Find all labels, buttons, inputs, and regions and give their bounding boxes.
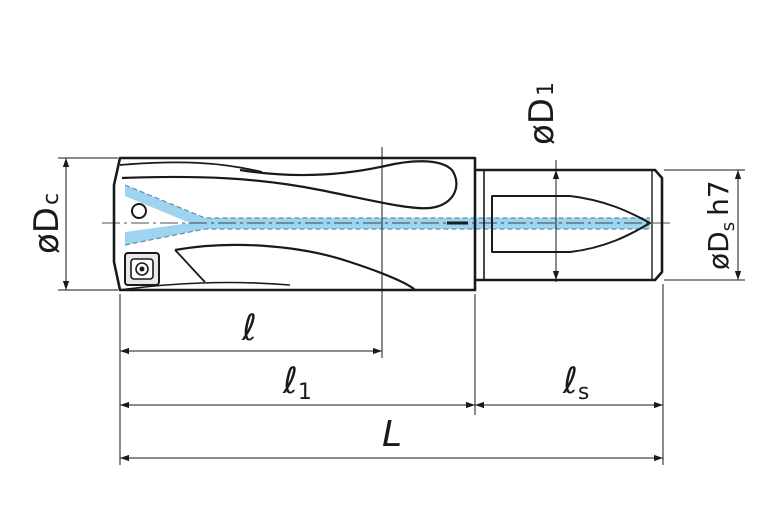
coolant-hole xyxy=(131,203,147,219)
label-dia-ds: øDsh7 xyxy=(702,180,739,270)
label-ls: ℓs xyxy=(562,361,589,405)
drill-shank xyxy=(475,168,664,282)
label-dia-d1: øD1 xyxy=(522,82,562,145)
dimensions xyxy=(58,147,745,465)
shank-outline xyxy=(475,168,664,282)
label-l: ℓ xyxy=(241,308,257,349)
shank-flat xyxy=(491,195,651,253)
lower-flute xyxy=(174,243,416,291)
coolant-channels xyxy=(124,184,650,246)
cutting-insert xyxy=(124,252,160,286)
label-l1: ℓ1 xyxy=(282,361,312,405)
label-dia-dc: øDc xyxy=(27,193,67,254)
label-L: L xyxy=(382,414,402,455)
drill-body xyxy=(112,156,477,292)
upper-flute xyxy=(121,160,458,210)
